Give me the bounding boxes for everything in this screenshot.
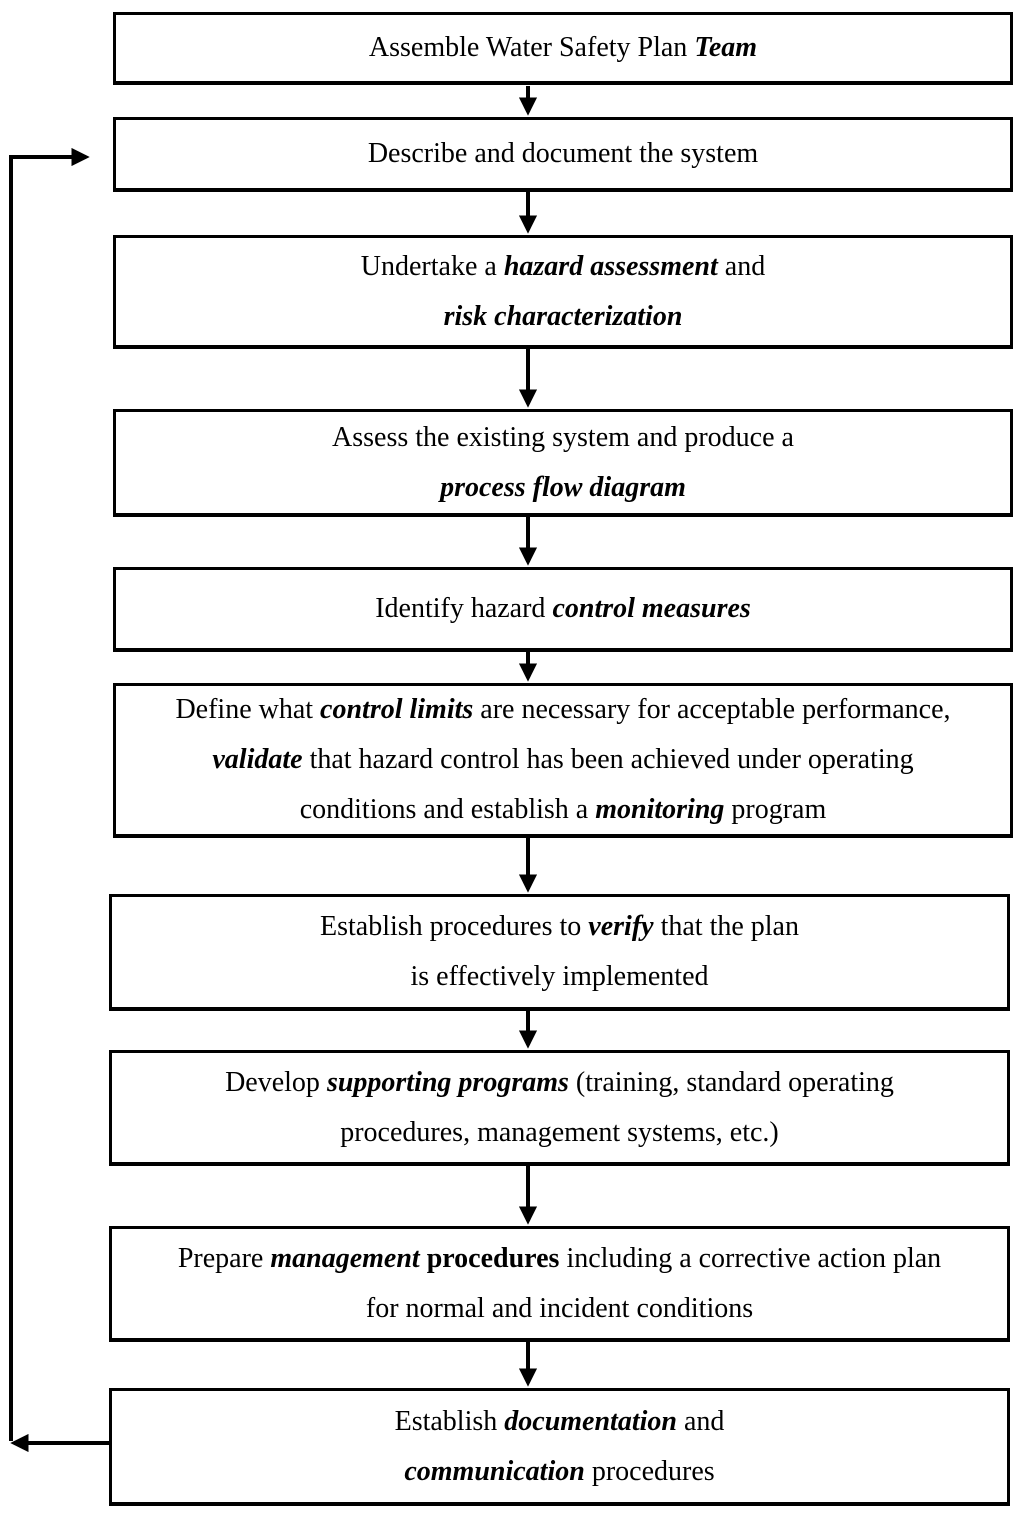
box-text-segment: communication (404, 1455, 585, 1487)
box-text-segment: Assess the existing system and produce a (332, 421, 794, 453)
box-text-segment: verify (588, 911, 654, 942)
box-text-line: validate that hazard control has been ac… (212, 735, 913, 785)
box-text-line: process flow diagram (440, 463, 686, 513)
box-text-line: Prepare management procedures including … (178, 1234, 941, 1284)
box-text-segment: process flow diagram (440, 471, 686, 503)
box-text-line: Identify hazard control measures (375, 584, 751, 634)
box-text-segment: (training, standard operating (568, 1066, 894, 1098)
box-text-segment: is effectively implemented (410, 961, 709, 992)
box-text-segment: Identify hazard (375, 593, 553, 624)
box-text-segment: including a corrective action plan (559, 1242, 942, 1274)
box-text-line: is effectively implemented (410, 952, 708, 1002)
box-text-line: procedures, management systems, etc.) (340, 1108, 779, 1158)
box-text-segment: Describe and document the system (367, 138, 759, 169)
flow-box-assemble-team: Assemble Water Safety Plan Team (113, 12, 1013, 85)
box-text-line: for normal and incident conditions (366, 1284, 753, 1334)
box-text-line: Assess the existing system and produce a (332, 413, 794, 463)
box-text-segment: that the plan (653, 911, 799, 942)
box-text-line: Describe and document the system (368, 129, 758, 179)
box-text-line: Develop supporting programs (training, s… (225, 1058, 894, 1108)
box-text-line: Establish documentation and (395, 1397, 725, 1447)
box-text-segment: procedures (419, 1242, 560, 1274)
box-text-segment: Prepare (177, 1242, 271, 1274)
box-text-segment: Team (694, 32, 758, 63)
flow-box-assess-existing-system: Assess the existing system and produce a… (113, 409, 1013, 517)
box-text-segment: are necessary for acceptable performance… (473, 694, 951, 725)
box-text-line: Establish procedures to verify that the … (320, 902, 799, 952)
flow-box-hazard-assessment: Undertake a hazard assessment and risk ch… (113, 235, 1013, 349)
box-text-segment: hazard assessment (503, 250, 718, 282)
box-text-segment: program (724, 794, 827, 825)
box-text-segment: Assemble Water Safety Plan (368, 32, 695, 63)
box-text-segment: validate (212, 744, 303, 775)
box-text-segment: control measures (552, 593, 751, 624)
box-text-line: communication procedures (404, 1447, 714, 1497)
flow-box-identify-control-measures: Identify hazard control measures (113, 567, 1013, 652)
box-text-segment: conditions and establish a (299, 794, 596, 825)
flow-box-describe-system: Describe and document the system (113, 117, 1013, 192)
box-text-segment: Define what (175, 694, 321, 725)
flow-box-management-procedures: Prepare management procedures including … (109, 1226, 1010, 1342)
box-text-segment: and (676, 1405, 725, 1437)
box-text-line: risk characterization (444, 292, 683, 342)
box-text-segment: Develop (225, 1066, 327, 1098)
box-text-segment: and (717, 250, 766, 282)
flow-box-verify-plan: Establish procedures to verify that the … (109, 894, 1010, 1011)
box-text-segment: control limits (320, 694, 474, 725)
box-text-segment: documentation (504, 1405, 677, 1437)
box-text-segment: Establish procedures to (320, 911, 589, 942)
box-text-segment: procedures (584, 1455, 715, 1487)
box-text-segment: Establish (394, 1405, 505, 1437)
flow-box-supporting-programs: Develop supporting programs (training, s… (109, 1050, 1010, 1166)
box-text-line: conditions and establish a monitoring pr… (300, 785, 827, 835)
box-text-segment: procedures, management systems, etc.) (340, 1116, 779, 1148)
flow-box-define-control-limits: Define what control limits are necessary… (113, 683, 1013, 838)
box-text-segment: for normal and incident conditions (365, 1292, 754, 1324)
box-text-segment: Undertake a (360, 250, 504, 282)
box-text-segment: risk characterization (443, 300, 683, 332)
box-text-segment: management (270, 1242, 420, 1274)
box-text-line: Undertake a hazard assessment and (361, 242, 765, 292)
box-text-segment: monitoring (595, 794, 725, 825)
feedback-arrow-loop (9, 147, 90, 1441)
box-text-line: Define what control limits are necessary… (175, 685, 950, 735)
box-text-line: Assemble Water Safety Plan Team (369, 23, 757, 73)
box-text-segment: that hazard control has been achieved un… (302, 744, 914, 775)
box-text-segment: supporting programs (326, 1066, 569, 1098)
